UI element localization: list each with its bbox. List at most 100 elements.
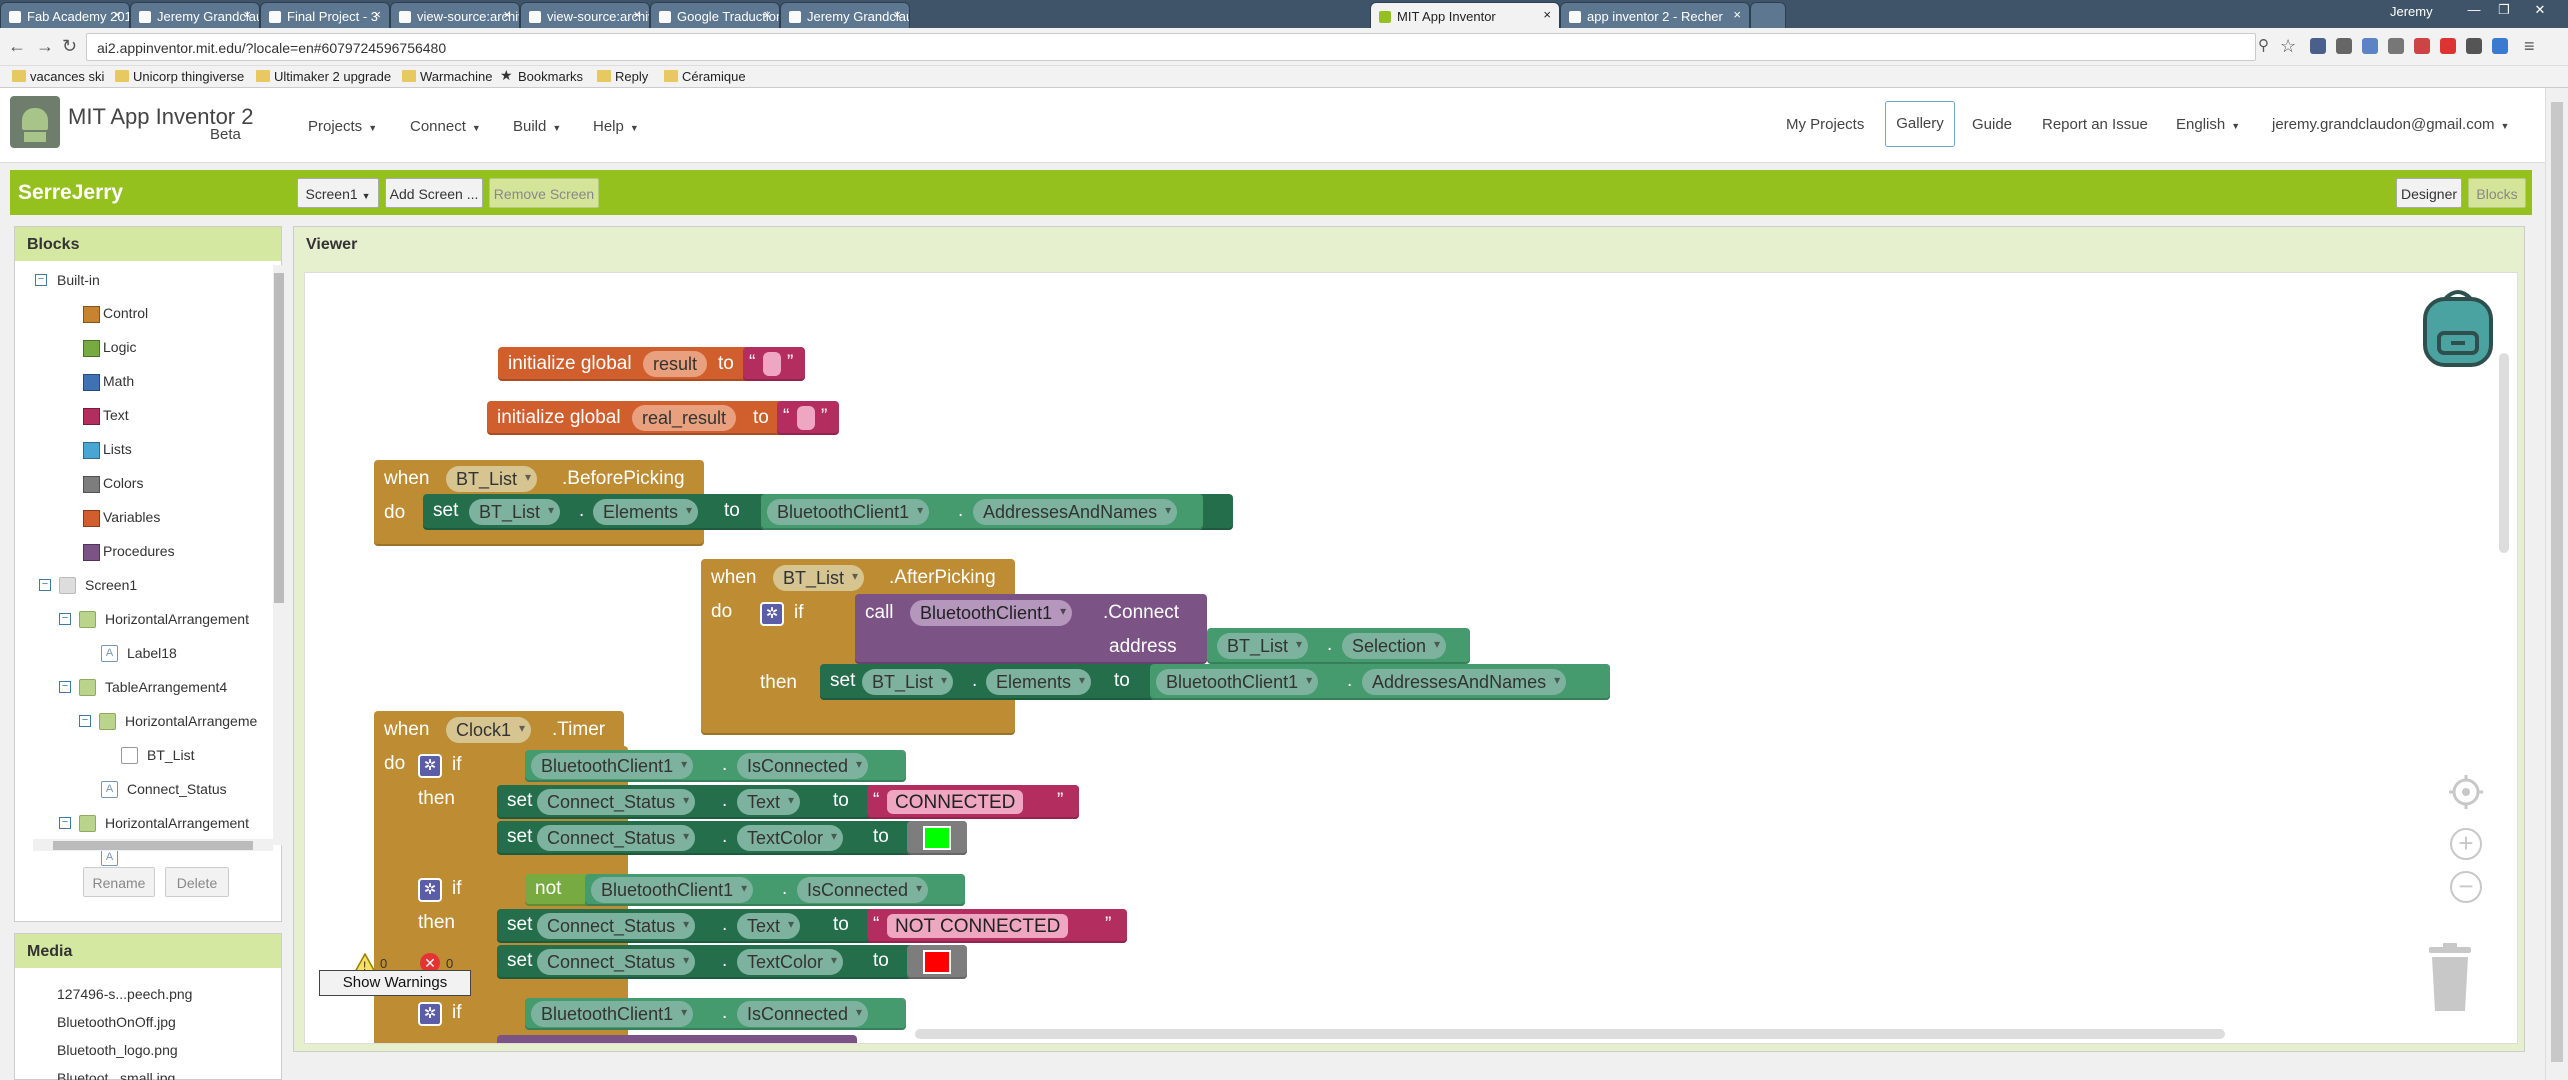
browser-tab[interactable]: Jeremy Grandclaudon Fa× <box>780 2 910 28</box>
collapse-icon[interactable]: − <box>39 579 51 591</box>
property-dropdown[interactable]: IsConnected <box>737 1001 869 1027</box>
address-bar[interactable]: ai2.appinventor.mit.edu/?locale=en#60797… <box>86 33 2256 61</box>
reload-icon[interactable]: ↻ <box>62 36 78 56</box>
add-screen-button[interactable]: Add Screen ... <box>385 178 483 208</box>
text-string-block[interactable]: “ CONNECTED ” <box>867 785 1079 819</box>
recenter-icon[interactable] <box>2447 773 2485 811</box>
page-scrollbar[interactable] <box>2545 88 2568 1080</box>
collapse-icon[interactable]: − <box>79 715 91 727</box>
media-file[interactable]: Bluetoot...small.jpg <box>57 1070 176 1080</box>
component-dropdown[interactable]: Connect_Status <box>537 825 696 851</box>
remove-screen-button[interactable]: Remove Screen <box>489 178 599 208</box>
property-dropdown[interactable]: Elements <box>593 499 699 525</box>
browser-tab[interactable]: view-source:archive.fab× <box>390 2 520 28</box>
builtin-procedures[interactable]: Procedures <box>83 543 175 565</box>
component-dropdown[interactable]: BluetoothClient1 <box>767 499 930 525</box>
tree-horizontal-arrangement[interactable]: −HorizontalArrangement <box>59 611 249 633</box>
extension-icon[interactable] <box>2440 38 2456 54</box>
browser-tab[interactable]: app inventor 2 - Recher× <box>1560 2 1750 28</box>
extension-icon[interactable] <box>2466 38 2482 54</box>
tree-vertical-scrollbar[interactable] <box>273 265 285 845</box>
property-dropdown[interactable]: Selection <box>1342 633 1447 659</box>
extension-icon[interactable] <box>2492 38 2508 54</box>
menu-icon[interactable]: ≡ <box>2524 36 2535 56</box>
getter-block[interactable]: BluetoothClient1 . IsConnected <box>585 874 965 906</box>
delete-button[interactable]: Delete <box>165 867 229 897</box>
property-dropdown[interactable]: AddressesAndNames <box>1362 669 1567 695</box>
tree-table-arrangement[interactable]: −TableArrangement4 <box>59 679 227 701</box>
text-string-block[interactable]: “ ” <box>743 347 805 381</box>
getter-block[interactable]: BluetoothClient1 . AddressesAndNames <box>1150 664 1610 700</box>
component-dropdown[interactable]: Connect_Status <box>537 913 696 939</box>
tree-screen1[interactable]: −Screen1 <box>39 577 137 599</box>
menu-connect[interactable]: Connect▼ <box>410 118 481 135</box>
not-block[interactable]: not BluetoothClient1 . IsConnected <box>525 874 965 906</box>
component-dropdown[interactable]: BluetoothClient1 <box>910 600 1073 626</box>
component-dropdown[interactable]: BluetoothClient1 <box>591 877 754 903</box>
backpack-icon[interactable] <box>2417 285 2499 367</box>
getter-block[interactable]: BT_List . Selection <box>1207 628 1470 664</box>
trash-icon[interactable] <box>2427 943 2473 1013</box>
pdf-icon[interactable] <box>2414 38 2430 54</box>
browser-tab[interactable]: Jeremy Grandclaudon Fa× <box>130 2 260 28</box>
component-dropdown[interactable]: BT_List <box>469 499 561 525</box>
component-dropdown[interactable]: BluetoothClient1 <box>531 1001 694 1027</box>
blocks-button[interactable]: Blocks <box>2468 178 2526 208</box>
my-projects-link[interactable]: My Projects <box>1786 116 1865 133</box>
call-connect-block[interactable]: call BluetoothClient1 .Connect address <box>855 594 1207 664</box>
minimize-icon[interactable]: — <box>2467 2 2481 17</box>
menu-build[interactable]: Build▼ <box>513 118 561 135</box>
tab-close-icon[interactable]: × <box>893 7 901 22</box>
tab-close-icon[interactable]: × <box>373 7 381 22</box>
variable-name-field[interactable]: result <box>643 351 708 377</box>
component-dropdown[interactable]: BT_List <box>862 669 954 695</box>
tree-horizontal-arrangement-2[interactable]: −HorizontalArrangeme <box>79 713 257 735</box>
builtin-lists[interactable]: Lists <box>83 441 132 463</box>
property-dropdown[interactable]: IsConnected <box>797 877 929 903</box>
report-issue-link[interactable]: Report an Issue <box>2042 116 2148 133</box>
scrollbar-thumb[interactable] <box>274 273 284 603</box>
zoom-out-icon[interactable]: − <box>2450 871 2482 903</box>
color-red-swatch[interactable] <box>923 950 951 974</box>
dropbox-icon[interactable] <box>2362 38 2378 54</box>
bookmark-item[interactable]: Warmachine <box>402 69 492 84</box>
browser-tab[interactable]: Fab Academy 2017× <box>0 2 130 28</box>
set-textcolor-block[interactable]: set Connect_Status . TextColor to <box>497 821 967 855</box>
property-dropdown[interactable]: Text <box>737 913 801 939</box>
bookmark-item[interactable]: Céramique <box>664 69 746 84</box>
collapse-icon[interactable]: − <box>59 613 71 625</box>
tab-close-icon[interactable]: × <box>503 7 511 22</box>
rename-button[interactable]: Rename <box>83 867 155 897</box>
clipped-block[interactable] <box>497 1035 857 1043</box>
bookmark-item[interactable]: Ultimaker 2 upgrade <box>256 69 391 84</box>
property-dropdown[interactable]: Text <box>737 789 801 815</box>
property-dropdown[interactable]: AddressesAndNames <box>973 499 1178 525</box>
tab-close-icon[interactable]: × <box>243 7 251 22</box>
bookmark-item[interactable]: Reply <box>597 69 648 84</box>
property-dropdown[interactable]: Elements <box>986 669 1092 695</box>
gear-icon[interactable]: ✲ <box>418 878 442 902</box>
scrollbar-thumb[interactable] <box>2551 102 2563 1062</box>
restore-icon[interactable]: ❐ <box>2498 2 2510 17</box>
set-text-block[interactable]: set Connect_Status . Text to “ CONNECTED… <box>497 785 1079 819</box>
string-value-field[interactable]: NOT CONNECTED <box>887 914 1069 938</box>
tab-close-icon[interactable]: × <box>1733 7 1741 22</box>
getter-block[interactable]: BluetoothClient1 . AddressesAndNames <box>761 494 1203 530</box>
builtin-control[interactable]: Control <box>83 305 148 327</box>
extension-icon[interactable] <box>2336 38 2352 54</box>
component-dropdown[interactable]: BT_List <box>446 466 538 492</box>
string-value-field[interactable]: CONNECTED <box>887 790 1024 814</box>
string-value-field[interactable] <box>797 406 815 430</box>
property-dropdown[interactable]: TextColor <box>737 949 844 975</box>
browser-tab[interactable]: view-source:archive.fab× <box>520 2 650 28</box>
string-value-field[interactable] <box>763 352 781 376</box>
color-block[interactable] <box>907 821 967 855</box>
menu-projects[interactable]: Projects▼ <box>308 118 377 135</box>
new-tab-button[interactable] <box>1750 2 1786 28</box>
set-textcolor-block[interactable]: set Connect_Status . TextColor to <box>497 945 967 979</box>
guide-link[interactable]: Guide <box>1972 116 2013 133</box>
extension-icon[interactable] <box>2310 38 2326 54</box>
property-dropdown[interactable]: TextColor <box>737 825 844 851</box>
workspace-horizontal-scrollbar[interactable] <box>915 1029 2225 1039</box>
